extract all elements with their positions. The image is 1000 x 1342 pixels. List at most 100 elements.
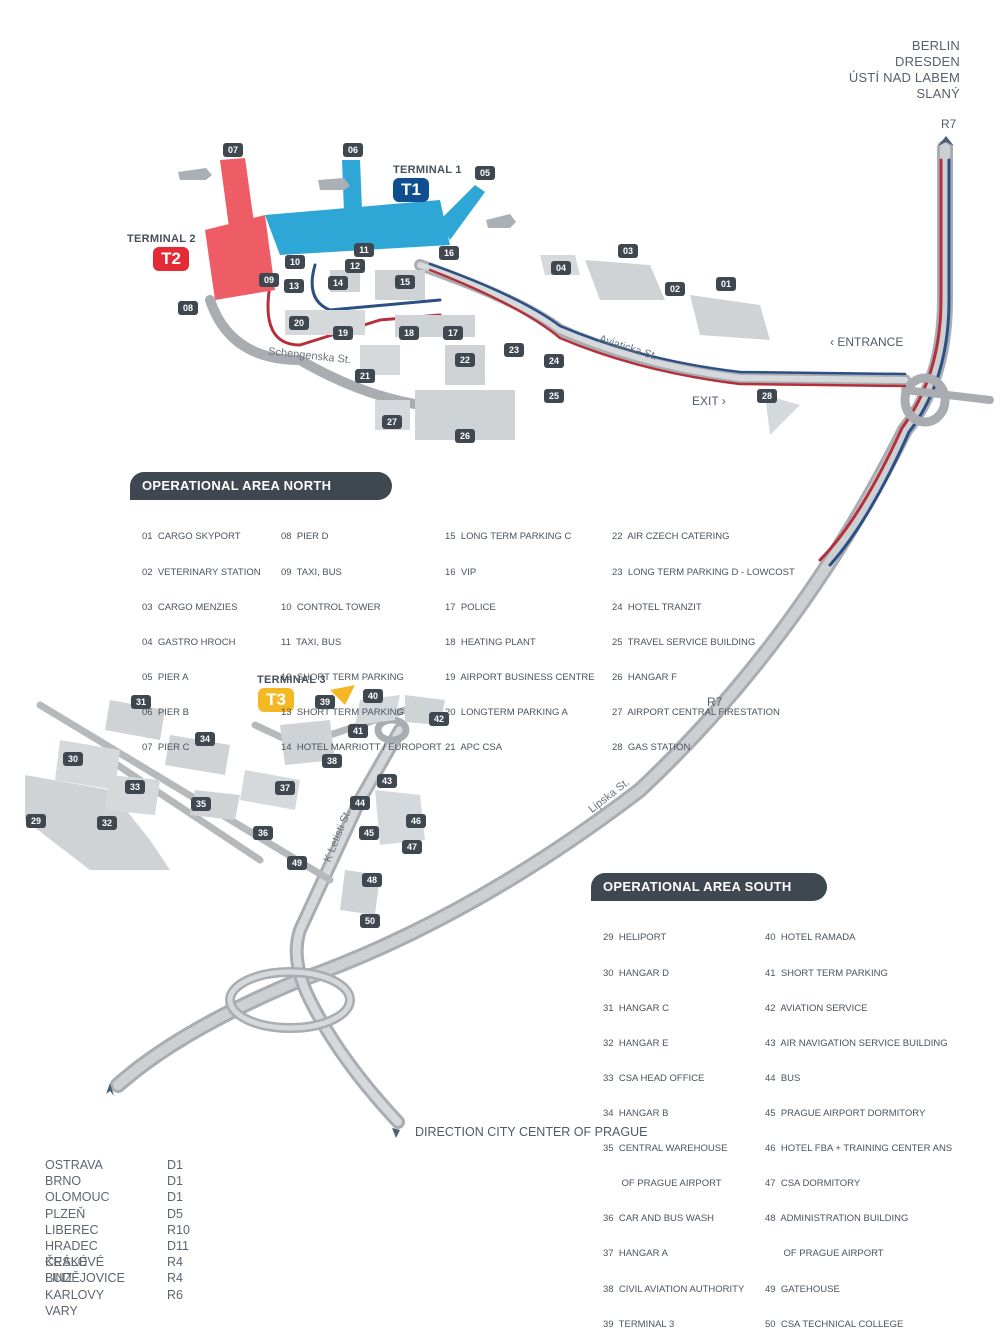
legend-item: 08 PIER D bbox=[281, 531, 329, 543]
legend-item: 48 ADMINISTRATION BUILDING bbox=[765, 1213, 909, 1225]
road-code: D1 bbox=[167, 1174, 183, 1189]
building-tag[interactable]: 08 bbox=[178, 301, 198, 315]
building-tag[interactable]: 17 bbox=[443, 326, 463, 340]
legend-item: 44 BUS bbox=[765, 1072, 801, 1084]
road-code: D5 bbox=[167, 1206, 183, 1221]
building-tag[interactable]: 07 bbox=[223, 143, 243, 157]
legend-item: 33 CSA HEAD OFFICE bbox=[603, 1072, 705, 1084]
north-legend-col-1: 01 CARGO SKYPORT 02 VETERINARY STATION 0… bbox=[142, 508, 261, 765]
building-tag[interactable]: 20 bbox=[289, 316, 309, 330]
destination-item: ÚSTÍ NAD LABEM bbox=[848, 70, 960, 85]
building-tag[interactable]: 34 bbox=[195, 732, 215, 746]
building-tag[interactable]: 27 bbox=[382, 415, 402, 429]
building-tag[interactable]: 35 bbox=[191, 797, 211, 811]
legend-item: 30 HANGAR D bbox=[603, 967, 669, 979]
legend-item: 16 VIP bbox=[445, 566, 477, 578]
north-area-header: OPERATIONAL AREA NORTH bbox=[130, 472, 392, 500]
building-tag[interactable]: 42 bbox=[429, 712, 449, 726]
north-legend-col-4: 22 AIR CZECH CATERING 23 LONG TERM PARKI… bbox=[612, 508, 795, 765]
building-tag[interactable]: 28 bbox=[757, 389, 777, 403]
building-tag[interactable]: 01 bbox=[716, 277, 736, 291]
building-tag[interactable]: 36 bbox=[253, 826, 273, 840]
building-tag[interactable]: 03 bbox=[618, 244, 638, 258]
building-tag[interactable]: 04 bbox=[551, 261, 571, 275]
legend-item: 31 HANGAR C bbox=[603, 1002, 669, 1014]
building-tag[interactable]: 14 bbox=[328, 276, 348, 290]
city-name: OLOMOUC bbox=[45, 1190, 110, 1205]
terminal-3-badge: T3 bbox=[258, 688, 294, 712]
building-tag[interactable]: 13 bbox=[284, 279, 304, 293]
south-legend-col-2: 40 HOTEL RAMADA 41 SHORT TERM PARKING 42… bbox=[765, 909, 952, 1342]
building-tag[interactable]: 11 bbox=[354, 243, 374, 257]
terminal-1-badge: T1 bbox=[393, 178, 429, 202]
legend-item: 02 VETERINARY STATION bbox=[142, 566, 261, 578]
building-tag[interactable]: 10 bbox=[285, 255, 305, 269]
legend-item: 04 GASTRO HROCH bbox=[142, 636, 236, 648]
building-tag[interactable]: 44 bbox=[350, 796, 370, 810]
building-tag[interactable]: 23 bbox=[504, 343, 524, 357]
legend-item: 13 SHORT TERM PARKING bbox=[281, 706, 404, 718]
legend-item: 32 HANGAR E bbox=[603, 1037, 669, 1049]
building-tag[interactable]: 32 bbox=[97, 816, 117, 830]
exit-text: EXIT bbox=[692, 394, 719, 408]
building-tag[interactable]: 45 bbox=[359, 826, 379, 840]
building-tag[interactable]: 39 bbox=[315, 695, 335, 709]
legend-item: 21 APC CSA bbox=[445, 742, 503, 754]
building-tag[interactable]: 48 bbox=[362, 873, 382, 887]
exit-label: EXIT › bbox=[692, 394, 726, 408]
building-tag[interactable]: 40 bbox=[363, 689, 383, 703]
destination-item: DRESDEN bbox=[895, 54, 960, 69]
entrance-label: ‹ ENTRANCE bbox=[830, 335, 903, 349]
building-tag[interactable]: 46 bbox=[406, 814, 426, 828]
city-name: BRNO bbox=[45, 1174, 82, 1189]
city-name: OSTRAVA bbox=[45, 1158, 103, 1172]
building-tag[interactable]: 05 bbox=[475, 166, 495, 180]
road-code: D1 bbox=[167, 1158, 183, 1172]
building-tag[interactable]: 49 bbox=[287, 856, 307, 870]
legend-item: 43 AIR NAVIGATION SERVICE BUILDING bbox=[765, 1037, 948, 1049]
building-tag[interactable]: 38 bbox=[322, 754, 342, 768]
direction-arrows bbox=[106, 136, 954, 1138]
road-code: R10 bbox=[167, 1222, 190, 1237]
building-tag[interactable]: 47 bbox=[402, 840, 422, 854]
north-legend-col-3: 15 LONG TERM PARKING C 16 VIP 17 POLICE … bbox=[445, 508, 595, 765]
road-code: R4 bbox=[167, 1271, 183, 1286]
building-tag[interactable]: 12 bbox=[345, 259, 365, 273]
legend-item: 49 GATEHOUSE bbox=[765, 1283, 840, 1295]
building-tag[interactable]: 25 bbox=[544, 389, 564, 403]
building-tag[interactable]: 21 bbox=[355, 369, 375, 383]
road-code: D11 bbox=[167, 1238, 190, 1253]
building-tag[interactable]: 22 bbox=[455, 353, 475, 367]
legend-item: 40 HOTEL RAMADA bbox=[765, 932, 856, 944]
building-tag[interactable]: 37 bbox=[275, 781, 295, 795]
building-tag[interactable]: 43 bbox=[377, 774, 397, 788]
legend-item: 41 SHORT TERM PARKING bbox=[765, 967, 888, 979]
legend-item: 35 CENTRAL WAREHOUSE bbox=[603, 1143, 728, 1155]
chevron-left-icon: ‹ bbox=[830, 335, 838, 349]
building-tag[interactable]: 26 bbox=[455, 429, 475, 443]
building-tag[interactable]: 30 bbox=[63, 752, 83, 766]
legend-item: 18 HEATING PLANT bbox=[445, 636, 536, 648]
destination-item: SLANÝ bbox=[916, 86, 960, 101]
legend-item: 25 TRAVEL SERVICE BUILDING bbox=[612, 636, 756, 648]
building-tag[interactable]: 06 bbox=[343, 143, 363, 157]
building-tag[interactable]: 16 bbox=[439, 246, 459, 260]
building-tag[interactable]: 33 bbox=[125, 780, 145, 794]
building-tag[interactable]: 18 bbox=[399, 326, 419, 340]
legend-item: 07 PIER C bbox=[142, 742, 190, 754]
legend-item: 45 PRAGUE AIRPORT DORMITORY bbox=[765, 1107, 926, 1119]
road-network bbox=[36, 140, 994, 1129]
building-tag[interactable]: 09 bbox=[259, 273, 279, 287]
terminal-2-label: TERMINAL 2 bbox=[127, 233, 196, 245]
building-tag[interactable]: 50 bbox=[360, 914, 380, 928]
road-code: R4 bbox=[167, 1255, 183, 1270]
building-tag[interactable]: 02 bbox=[665, 282, 685, 296]
building-tag[interactable]: 19 bbox=[333, 326, 353, 340]
south-area-header: OPERATIONAL AREA SOUTH bbox=[591, 873, 827, 901]
building-tag[interactable]: 41 bbox=[348, 724, 368, 738]
building-tag[interactable]: 31 bbox=[131, 695, 151, 709]
building-tag[interactable]: 24 bbox=[544, 354, 564, 368]
legend-item: 17 POLICE bbox=[445, 601, 496, 613]
building-tag[interactable]: 29 bbox=[26, 814, 46, 828]
building-tag[interactable]: 15 bbox=[395, 275, 415, 289]
